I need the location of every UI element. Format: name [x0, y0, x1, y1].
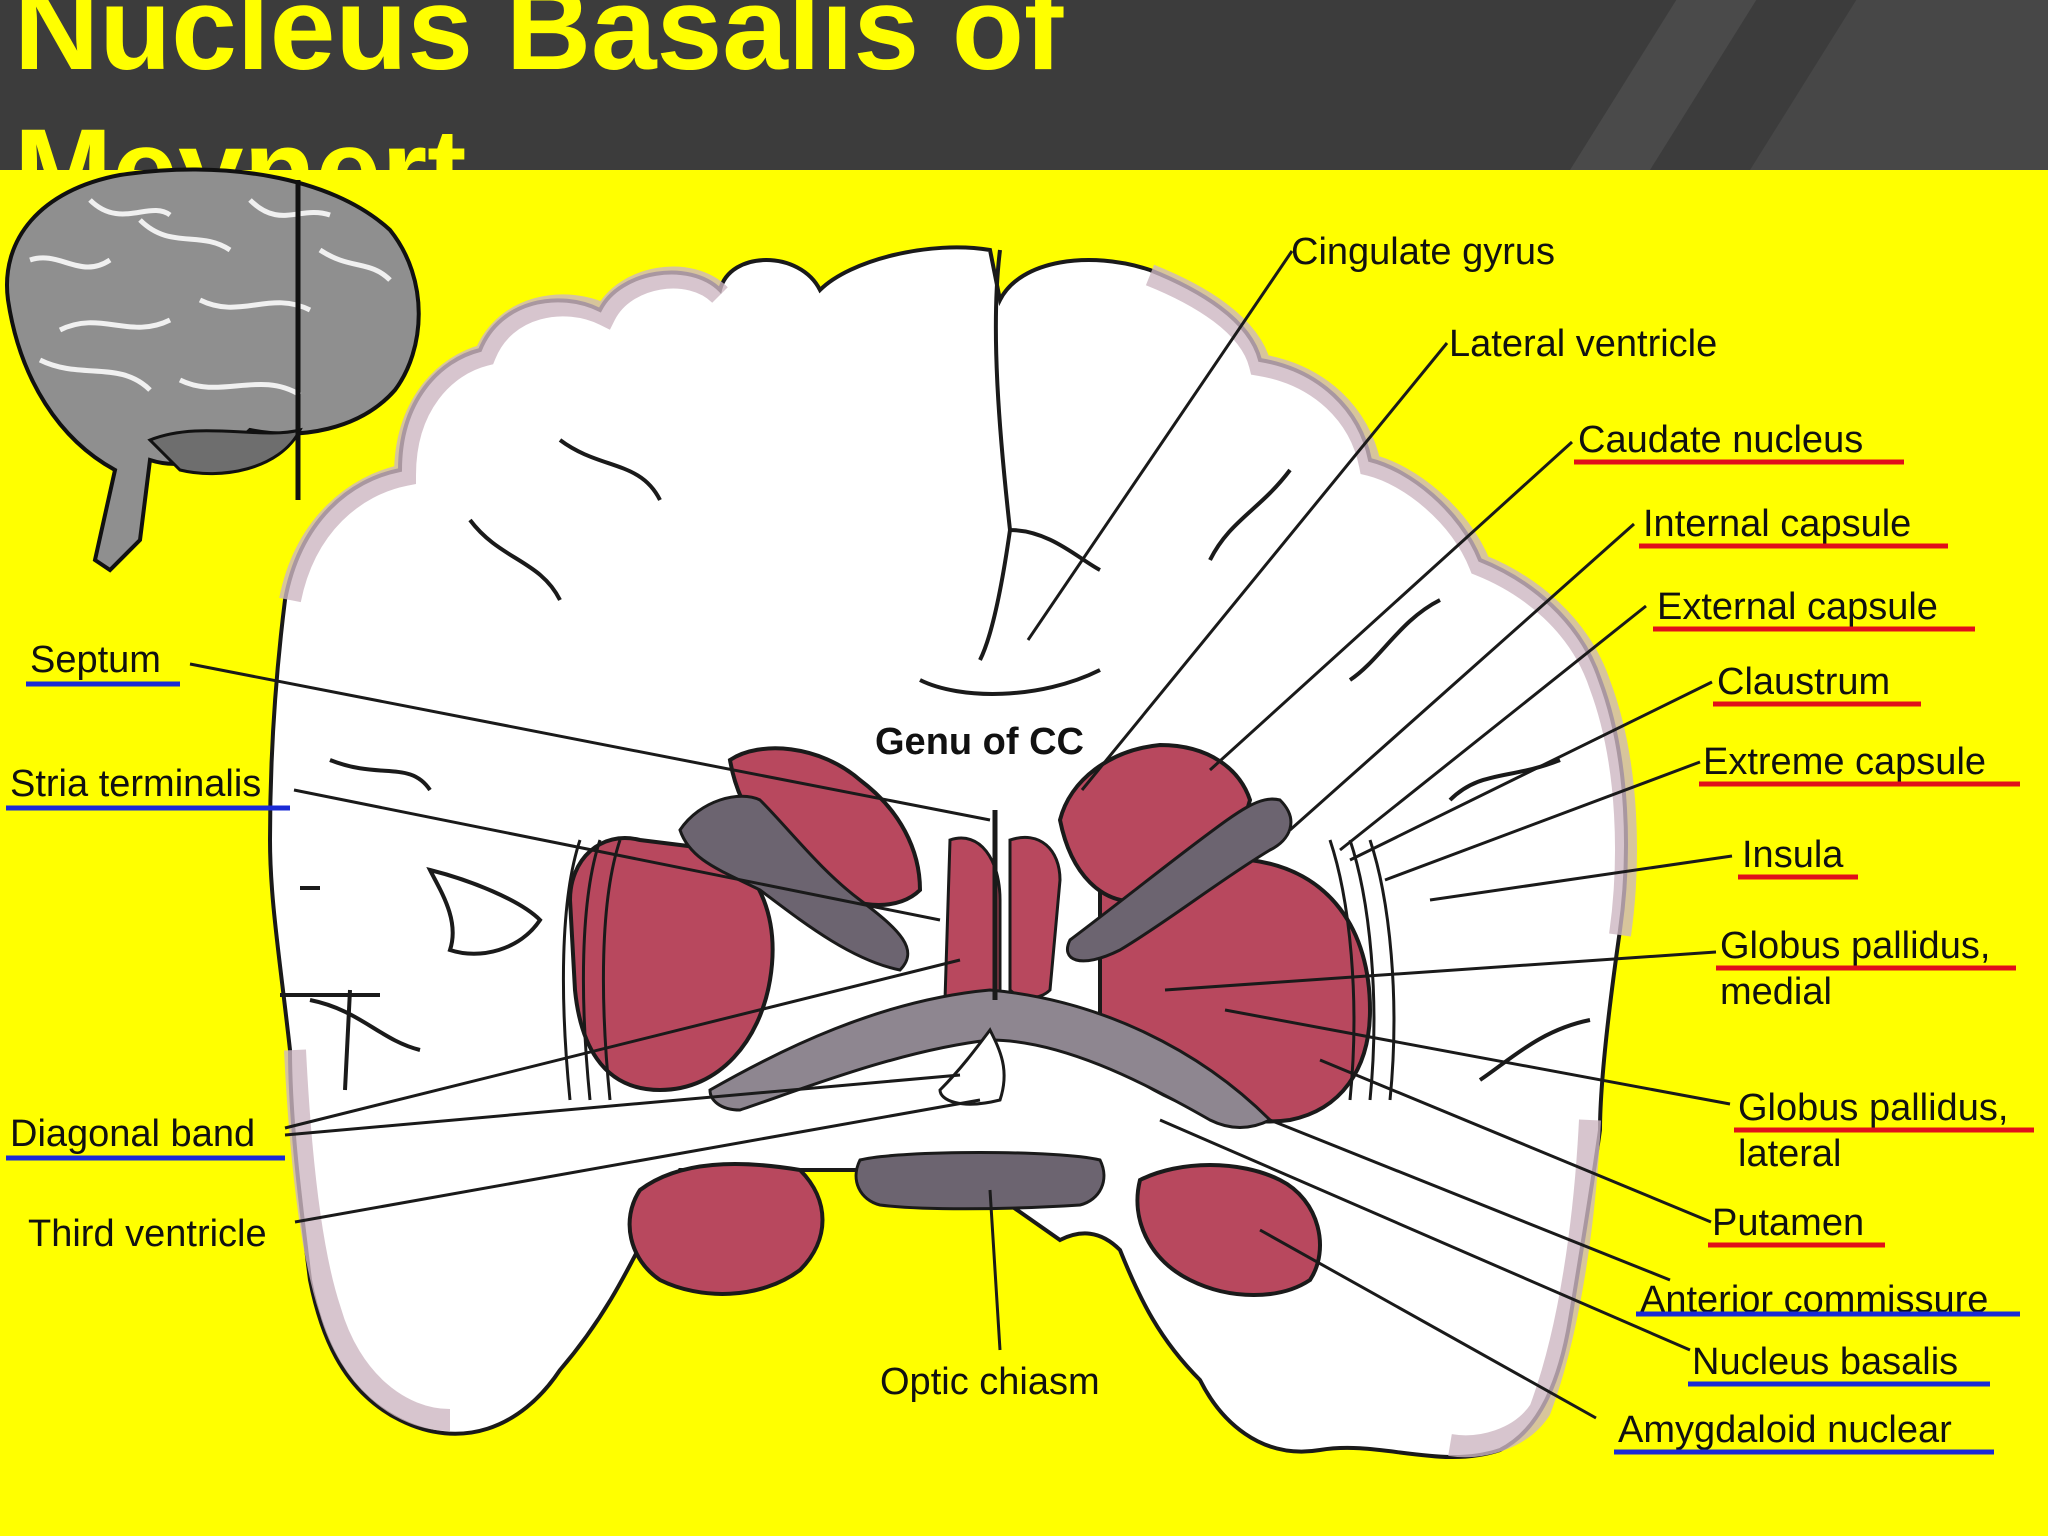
- leader-lines: [189, 250, 1733, 1420]
- label-globus-pallidus-lateral: Globus pallidus,: [1738, 1087, 2008, 1129]
- label-globus-pallidus-medial-suffix: medial: [1720, 971, 1832, 1013]
- label-diagonal-band: Diagonal band: [10, 1113, 255, 1155]
- label-amygdaloid-nuclear: Amygdaloid nuclear: [1618, 1409, 1952, 1451]
- slide-title: Nucleus Basalis of Meynert: [14, 0, 1064, 170]
- label-putamen: Putamen: [1712, 1202, 1864, 1244]
- label-cingulate-gyrus: Cingulate gyrus: [1291, 231, 1555, 273]
- basal-ganglia: [561, 742, 1396, 1297]
- anatomy-labels: Genu of CC Cingulate gyrus Lateral ventr…: [6, 231, 2034, 1455]
- label-globus-pallidus-medial: Globus pallidus,: [1720, 925, 1990, 967]
- label-extreme-capsule: Extreme capsule: [1703, 741, 1986, 783]
- label-caudate-nucleus: Caudate nucleus: [1578, 419, 1863, 461]
- label-septum: Septum: [30, 639, 161, 681]
- label-internal-capsule: Internal capsule: [1643, 503, 1911, 545]
- lateral-brain-inset: [5, 167, 421, 573]
- label-claustrum: Claustrum: [1717, 661, 1890, 703]
- label-external-capsule: External capsule: [1657, 586, 1938, 628]
- label-lateral-ventricle: Lateral ventricle: [1449, 323, 1717, 365]
- label-third-ventricle: Third ventricle: [28, 1213, 267, 1255]
- genu-of-cc-label: Genu of CC: [875, 721, 1084, 763]
- label-stria-terminalis: Stria terminalis: [10, 763, 261, 805]
- brain-section: [267, 245, 1637, 1459]
- slide-header: Nucleus Basalis of Meynert: [0, 0, 2048, 170]
- label-nucleus-basalis: Nucleus basalis: [1692, 1341, 1958, 1383]
- label-optic-chiasm: Optic chiasm: [880, 1361, 1100, 1403]
- label-globus-pallidus-lateral-suffix: lateral: [1738, 1133, 1842, 1175]
- label-insula: Insula: [1742, 834, 1844, 876]
